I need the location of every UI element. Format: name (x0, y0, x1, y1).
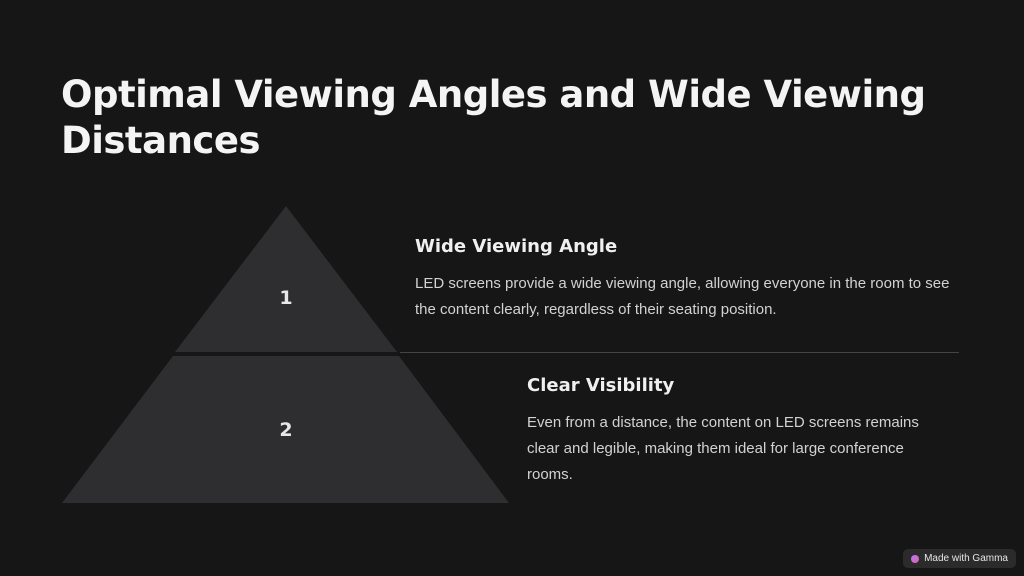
made-with-gamma-badge[interactable]: Made with Gamma (903, 549, 1016, 568)
divider (400, 352, 959, 353)
item-text: LED screens provide a wide viewing angle… (415, 275, 950, 318)
item-heading: Clear Visibility (527, 375, 675, 396)
item-clear-visibility: Clear Visibility Even from a distance, t… (527, 375, 947, 488)
item-text: Even from a distance, the content on LED… (527, 414, 919, 483)
pyramid-tier-2 (62, 356, 509, 503)
item-wide-viewing-angle: Wide Viewing Angle LED screens provide a… (415, 236, 960, 323)
gamma-logo-icon (911, 554, 920, 563)
item-heading: Wide Viewing Angle (415, 236, 618, 257)
badge-label: Made with Gamma (924, 553, 1008, 564)
pyramid-tier-1 (175, 206, 397, 352)
page-title: Optimal Viewing Angles and Wide Viewing … (61, 73, 926, 162)
pyramid-tier-2-number: 2 (279, 419, 293, 441)
pyramid-tier-1-number: 1 (279, 287, 293, 309)
